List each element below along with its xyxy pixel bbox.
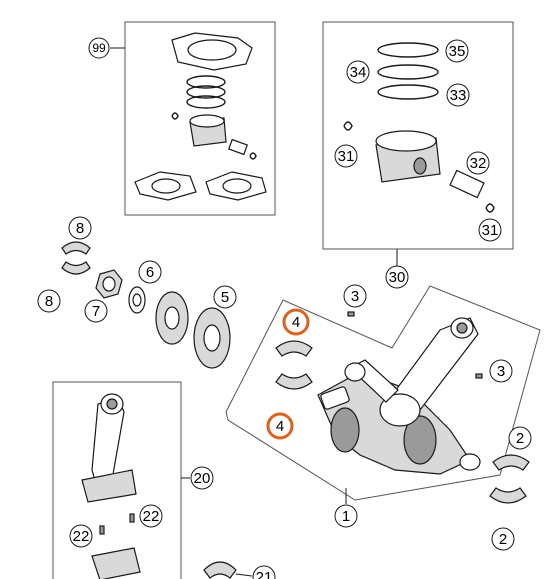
callout-6: 6 (146, 264, 154, 281)
callout-22-right-circle (139, 504, 163, 528)
crank-web-right (403, 415, 437, 465)
callout-31-top: 31 (338, 148, 355, 165)
callout-33: 33 (450, 87, 467, 104)
callout-99-circle (88, 37, 110, 59)
callout-22-right: 22 (143, 508, 160, 525)
callout-2-bottom: 2 (499, 531, 507, 548)
main-bearing-4-top (275, 340, 313, 357)
conrod-kit-group: 20 22 22 (52, 381, 214, 579)
crankshaft-assembly-group: 3 3 4 4 2 2 1 (225, 284, 541, 551)
callout-31-bottom: 31 (482, 222, 499, 239)
callout-1-circle (334, 504, 358, 528)
screw-3-top (347, 311, 355, 317)
callout-5-circle (213, 285, 237, 309)
nut-7-hole (102, 276, 116, 292)
kit-clip-right (249, 152, 257, 160)
callout-4-top-circle (282, 308, 310, 336)
piston-pin-bore (413, 157, 427, 175)
callout-8-left-circle (37, 289, 61, 313)
kit-clip-left (171, 112, 179, 120)
kit-bolt-right (129, 513, 135, 523)
callout-8-top-circle (68, 216, 92, 240)
callout-34: 34 (350, 64, 367, 81)
bearing-21-group: 21 (203, 561, 276, 579)
gear-5-hub (203, 324, 221, 352)
callout-8-top: 8 (76, 220, 84, 237)
callout-32-circle (466, 151, 490, 175)
conrod-small-end-bore (456, 322, 468, 334)
gear-small-hub (164, 306, 180, 330)
callout-34-circle (346, 60, 370, 84)
kit-piston-crown (189, 114, 225, 128)
kit-piston-ring-2 (186, 85, 226, 99)
bearing-shell-21 (203, 561, 237, 579)
clip-31-top (343, 121, 353, 131)
cylinder-bore-opening (187, 39, 237, 61)
bearing-shell-8-bottom (61, 261, 91, 275)
callout-6-circle (138, 260, 162, 284)
callout-5: 5 (221, 289, 229, 306)
piston-assembly-group: 35 34 33 31 32 31 30 (322, 21, 514, 289)
crank-journal-end (459, 453, 481, 471)
callout-3-right-circle (489, 359, 513, 383)
kit-conrod-bore (106, 398, 118, 410)
callout-4-top: 4 (292, 314, 300, 331)
callout-2-top-circle (508, 426, 532, 450)
piston-pin (449, 169, 485, 199)
main-bearing-2-bottom (489, 487, 527, 504)
screw-3-right (475, 373, 483, 379)
callout-31-top-circle (334, 144, 358, 168)
callout-21: 21 (256, 569, 273, 579)
callout-2-top: 2 (516, 430, 524, 447)
callout-33-circle (446, 83, 470, 107)
callout-1: 1 (342, 508, 350, 525)
kit-conrod-cap-upper (81, 469, 137, 503)
conrod-big-end (379, 393, 421, 427)
conrod-2-small-end (344, 362, 366, 382)
piston-kit-group: 99 (88, 21, 276, 216)
callout-3-top: 3 (351, 288, 359, 305)
washer-6-hole (132, 293, 142, 307)
callout-7-circle (84, 299, 108, 323)
callout-22-left-circle (69, 524, 93, 548)
callout-30-circle (385, 265, 409, 289)
piston-crown (375, 130, 437, 152)
callout-20: 20 (194, 470, 211, 487)
callout-8-left: 8 (45, 293, 53, 310)
main-bearing-2-top (492, 454, 530, 471)
head-gasket-right-bore (222, 178, 252, 194)
callout-32: 32 (470, 155, 487, 172)
crank-pin-left (320, 386, 350, 410)
leader-21 (235, 573, 253, 577)
piston-ring-34 (377, 64, 439, 80)
kit-piston-ring-3 (186, 95, 226, 109)
callout-35-circle (445, 39, 469, 63)
callout-31-bottom-circle (478, 218, 502, 242)
kit-bolt-left (99, 525, 105, 535)
callout-3-right: 3 (497, 363, 505, 380)
callout-20-circle (190, 466, 214, 490)
kit-piston-ring-1 (186, 75, 226, 89)
callout-99: 99 (92, 41, 106, 55)
callout-4-bottom: 4 (276, 418, 284, 435)
kit-piston-pin (228, 138, 248, 156)
kit-conrod-cap-lower (91, 547, 141, 579)
callout-35: 35 (449, 43, 466, 60)
head-gasket-left-bore (151, 178, 181, 194)
callout-22-left: 22 (73, 528, 90, 545)
callout-7: 7 (92, 303, 100, 320)
clip-31-bottom (485, 203, 495, 213)
bearing-shell-8-top (61, 241, 91, 255)
piston-ring-33 (377, 84, 439, 100)
piston-ring-35 (377, 42, 439, 58)
callout-30: 30 (389, 269, 406, 286)
callout-2-bottom-circle (491, 527, 515, 551)
gear-parts-group: 8 8 7 6 5 (37, 216, 237, 369)
main-bearing-4-bottom (275, 373, 313, 390)
callout-21-circle (252, 565, 276, 579)
crank-web-left (330, 407, 360, 453)
callout-4-bottom-circle (266, 412, 294, 440)
callout-3-top-circle (343, 284, 367, 308)
